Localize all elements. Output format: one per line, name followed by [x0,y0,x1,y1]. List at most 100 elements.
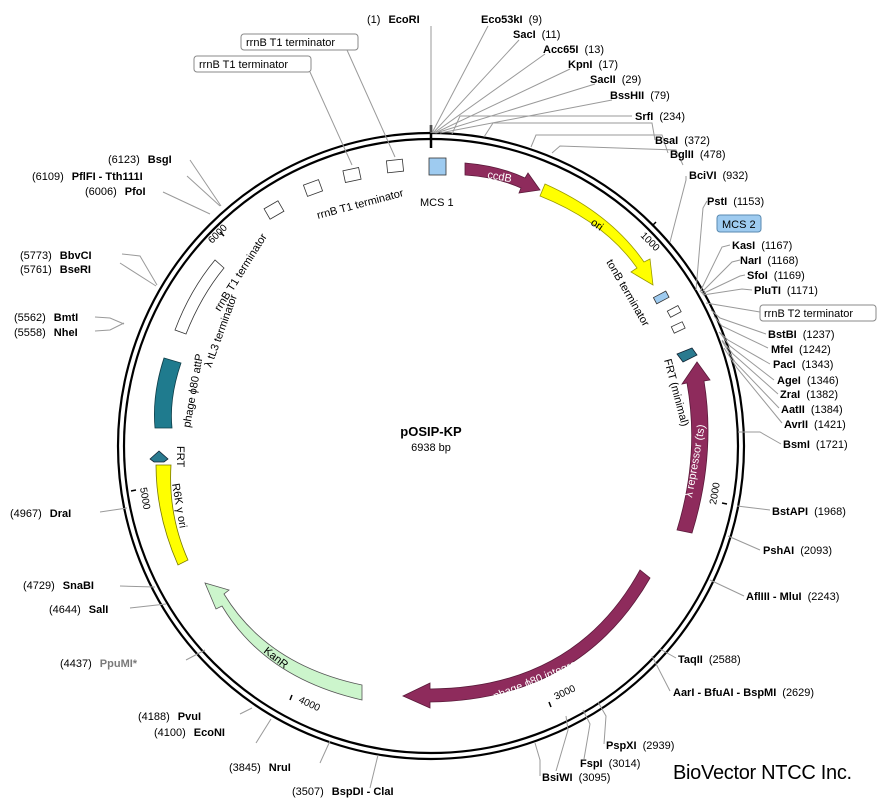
plasmid-name: pOSIP-KP [400,424,462,439]
site-pspxi: PspXI [606,740,637,752]
svg-text:SacI(11): SacI (11) [513,29,560,41]
site-drai-pos: (4967) [10,508,42,520]
svg-text:AvrII(1421): AvrII(1421) [784,419,846,431]
site-zrai-pos: (1382) [806,389,838,401]
site-bsgi: BsgI [148,154,172,166]
site-pshai: PshAI [763,545,794,557]
site-aari-bfuai-bspmi: AarI - BfuAI - BspMI [673,687,776,699]
svg-text:FspI(3014): FspI(3014) [580,758,640,770]
svg-text:(5761)BseRI: (5761)BseRI [20,264,91,276]
site-nari-pos: (1168) [767,255,798,267]
site-sfoi: SfoI [747,270,768,282]
site-snabi: SnaBI [63,580,94,592]
site-bsai-pos: (372) [684,135,710,147]
svg-text:Acc65I(13): Acc65I(13) [543,44,604,56]
restriction-sites: (1)EcoRI Eco53kI(9) SacI(11) Acc65I(13) … [10,14,848,798]
tick-1000: 1000 [638,230,662,254]
site-avrii: AvrII [784,419,808,431]
site-bsshii: BssHII [610,90,644,102]
svg-text:BstBI(1237): BstBI(1237) [768,329,835,341]
mcs2-box-text: MCS 2 [722,219,756,231]
svg-text:SacII(29): SacII(29) [590,74,641,86]
rrnb-box-2-text: rrnB T1 terminator [199,59,288,71]
site-pfoi: PfoI [125,186,146,198]
site-kpni: KpnI [568,59,592,71]
tick-4000: 4000 [297,695,322,715]
svg-text:(6006)PfoI: (6006) PfoI [85,186,146,198]
ccdb-feature [464,162,541,194]
site-bseri: BseRI [60,264,91,276]
site-sali-pos: (4644) [49,604,81,616]
site-pflfi-pos: (6109) [32,171,64,183]
site-drai: DraI [50,508,71,520]
rrnb-inner-label-2: rrnB T1 terminator [316,187,405,222]
site-afliii-pos: (2243) [808,591,840,603]
site-econi: EcoNI [194,727,225,739]
tick-2000: 2000 [708,481,723,505]
rrnb-terminator-marker-2 [302,179,324,197]
site-agei-pos: (1346) [807,375,839,387]
site-kpni-pos: (17) [598,59,618,71]
brand-label: BioVector NTCC Inc. [673,762,852,784]
site-sacii-pos: (29) [622,74,642,86]
svg-text:(4644)SalI: (4644)SalI [49,604,108,616]
site-nrui-pos: (3845) [229,762,261,774]
svg-text:PshAI(2093): PshAI(2093) [763,545,832,557]
site-eco53ki: Eco53kI [481,14,523,26]
svg-text:AflIII - MluI(2243): AflIII - MluI (2243) [746,591,839,603]
site-bsmi: BsmI [783,439,810,451]
svg-text:(4729)SnaBI: (4729) SnaBI [23,580,94,592]
site-bsiwi-pos: (3095) [579,772,611,784]
site-psti: PstI [707,196,727,208]
site-nrui: NruI [269,762,291,774]
rrnb-t2-marker [666,304,682,318]
svg-text:SfoI(1169): SfoI(1169) [747,270,805,282]
svg-text:(3845)NruI: (3845) NruI [229,762,291,774]
phage-attp-feature [154,357,182,429]
site-nhei: NheI [54,327,78,339]
rrnb-box-1-text: rrnB T1 terminator [246,37,335,49]
site-bstbi-pos: (1237) [803,329,835,341]
site-bsai: BsaI [655,135,678,147]
site-saci: SacI [513,29,536,41]
site-aari-pos: (2629) [782,687,814,699]
site-leaders [94,25,783,789]
site-bcivi-pos: (932) [723,170,749,182]
site-afliii-mlui: AflIII - MluI [746,591,802,603]
tick-3000: 3000 [553,683,578,703]
site-bcivi: BciVI [689,170,717,182]
svg-text:(6109)PflFI - Tth111I: (6109)PflFI - Tth111I [32,171,143,183]
mcs2-marker [652,290,670,305]
svg-text:SrfI(234): SrfI(234) [635,111,685,123]
site-bsiwi: BsiWI [542,772,573,784]
site-kasi-pos: (1167) [761,240,792,252]
frt-minimal-feature [676,347,698,363]
site-bmti-pos: (5562) [14,312,46,324]
svg-text:AarI - BfuAI - BspMI(2629): AarI - BfuAI - BspMI (2629) [673,687,814,699]
svg-text:(6123)BsgI: (6123)BsgI [108,154,172,166]
rrnb-terminator-box-1: rrnB T1 terminator [240,33,359,51]
mcs1-label: MCS 1 [420,197,454,209]
svg-text:BssHII(79): BssHII (79) [610,90,670,102]
site-ecori-pos: (1) [367,14,380,26]
site-pluti-pos: (1171) [787,285,818,297]
tonb-terminator-marker [670,321,686,334]
svg-text:PacI(1343): PacI(1343) [773,359,833,371]
site-saci-pos: (11) [542,29,561,41]
tl3-terminator-feature [174,259,225,335]
rrnb-t2-terminator-box: rrnB T2 terminator [759,304,877,322]
site-ppumi: PpuMI* [100,658,138,670]
site-bmti: BmtI [54,312,78,324]
svg-text:MfeI(1242): MfeI(1242) [771,344,831,356]
site-bspdi-clai: BspDI - ClaI [332,786,394,798]
rrnb-terminator-box-2: rrnB T1 terminator [193,55,312,73]
svg-text:(4100)EcoNI: (4100)EcoNI [154,727,225,739]
site-acc65i-pos: (13) [584,44,604,56]
site-pfoi-pos: (6006) [85,186,117,198]
site-snabi-pos: (4729) [23,580,55,592]
site-paci-pos: (1343) [802,359,834,371]
svg-text:(4967)DraI: (4967) DraI [10,508,71,520]
site-bsshii-pos: (79) [650,90,670,102]
svg-text:(4437)PpuMI*: (4437)PpuMI* [60,658,138,670]
